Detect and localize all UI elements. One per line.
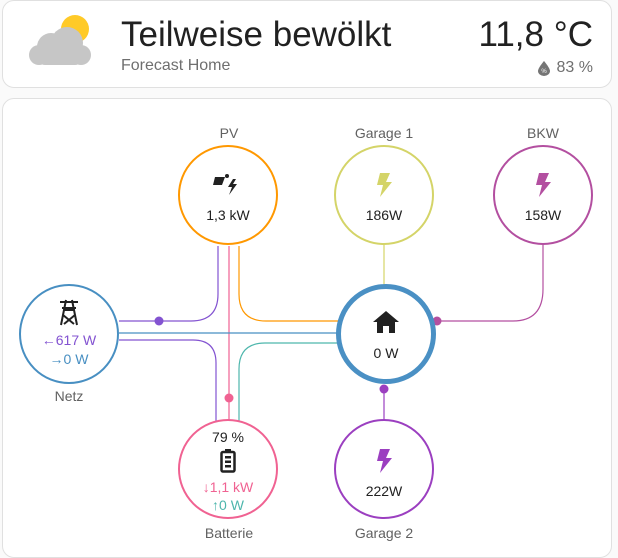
grid-label: Netz bbox=[54, 388, 84, 404]
flow-dot-garage2 bbox=[379, 384, 389, 394]
lightning-icon bbox=[377, 173, 392, 197]
bkw-label: BKW bbox=[527, 125, 559, 141]
flow-line-pv-home bbox=[238, 246, 338, 322]
svg-text:%: % bbox=[541, 69, 547, 75]
bkw-node[interactable]: 158W bbox=[493, 145, 593, 245]
transmission-tower-icon bbox=[60, 299, 78, 326]
garage1-value: 186W bbox=[365, 207, 403, 223]
weather-condition: Teilweise bewölkt bbox=[121, 15, 392, 54]
grid-import-value: 617 W bbox=[55, 332, 97, 348]
flow-dot-battery bbox=[224, 393, 234, 403]
battery-charge: ↑0 W bbox=[180, 497, 276, 513]
grid-import: ←617 W bbox=[21, 332, 117, 348]
arrow-left-icon: ← bbox=[41, 332, 56, 348]
flow-line-grid-battery bbox=[119, 339, 217, 427]
home-value: 0 W bbox=[373, 345, 399, 361]
temperature: 11,8 °C bbox=[478, 15, 593, 54]
arrow-right-icon: → bbox=[49, 351, 64, 367]
garage2-value: 222W bbox=[365, 483, 403, 499]
weather-card[interactable]: Teilweise bewölkt Forecast Home 11,8 °C … bbox=[2, 0, 612, 88]
solar-power-icon bbox=[213, 174, 237, 195]
garage2-node[interactable]: 222W bbox=[334, 419, 434, 519]
humidity: % 83 % bbox=[537, 59, 593, 77]
garage2-label: Garage 2 bbox=[354, 525, 414, 541]
flow-line-battery-home bbox=[238, 342, 338, 427]
flow-lines bbox=[119, 242, 544, 427]
lightning-icon bbox=[377, 449, 392, 473]
grid-node[interactable]: ←617 W →0 W bbox=[19, 284, 119, 384]
battery-charge-value: 0 W bbox=[219, 497, 244, 513]
flow-line-bkw-home bbox=[436, 242, 544, 322]
battery-soc: 79 % bbox=[212, 429, 244, 445]
garage1-node[interactable]: 186W bbox=[334, 145, 434, 245]
bkw-value: 158W bbox=[524, 207, 562, 223]
flow-dot-grid bbox=[154, 316, 164, 326]
garage1-label: Garage 1 bbox=[354, 125, 414, 141]
humidity-value: 83 % bbox=[556, 59, 593, 76]
battery-label: Batterie bbox=[204, 525, 254, 541]
arrow-down-icon: ↓ bbox=[202, 479, 210, 495]
arrow-up-icon: ↑ bbox=[212, 497, 220, 513]
grid-export-value: 0 W bbox=[63, 351, 89, 367]
battery-icon bbox=[220, 449, 236, 473]
flow-line-pv-grid bbox=[119, 246, 219, 322]
partly-cloudy-icon bbox=[29, 15, 91, 65]
grid-export: →0 W bbox=[21, 351, 117, 367]
humidity-icon: % bbox=[537, 61, 550, 76]
pv-label: PV bbox=[219, 125, 239, 141]
home-icon bbox=[373, 311, 399, 333]
weather-location: Forecast Home bbox=[121, 57, 231, 74]
energy-distribution-card: PV 1,3 kW Garage 1 186W BKW 158W bbox=[2, 98, 612, 558]
pv-node[interactable]: 1,3 kW bbox=[178, 145, 278, 245]
battery-discharge-value: 1,1 kW bbox=[209, 479, 254, 495]
lightning-icon bbox=[536, 173, 551, 197]
battery-node[interactable]: 79 % ↓1,1 kW ↑0 W bbox=[178, 419, 278, 519]
home-node[interactable]: 0 W bbox=[336, 284, 436, 384]
battery-discharge: ↓1,1 kW bbox=[180, 479, 276, 495]
pv-value: 1,3 kW bbox=[206, 207, 250, 223]
